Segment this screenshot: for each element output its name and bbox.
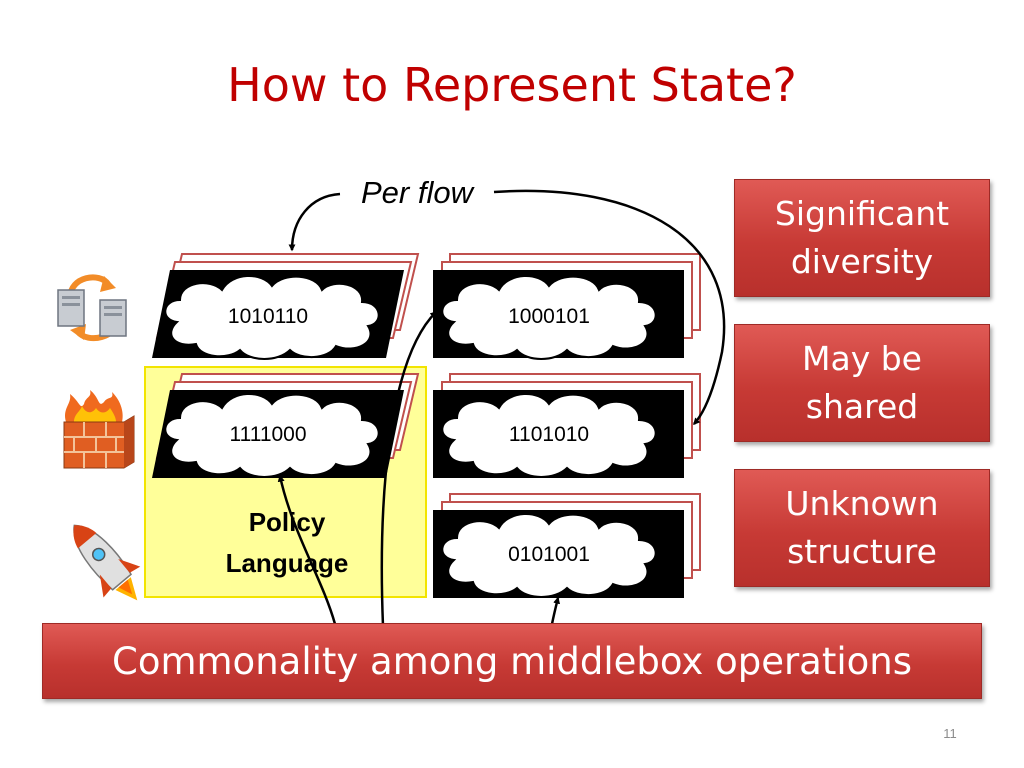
side-box-2-line1: May be (802, 339, 922, 379)
state-cloud-2: 1000101 (441, 274, 657, 360)
side-box-1-line2: diversity (790, 242, 934, 281)
policy-language-line1: Policy (249, 507, 326, 537)
firewall-icon (63, 390, 135, 469)
svg-text:1000101: 1000101 (508, 305, 590, 328)
commonality-banner: Commonality among middlebox operations (42, 623, 982, 699)
per-flow-arrow-right (493, 189, 726, 426)
svg-text:1111000: 1111000 (229, 423, 306, 446)
unknown-structure-box: Unknown structure (734, 469, 990, 587)
side-box-3-line2: structure (787, 532, 937, 571)
side-box-2-line2: shared (805, 387, 919, 426)
commonality-arrow-short (550, 596, 561, 625)
state-cloud-1: 1010110 (164, 274, 380, 360)
server-sync-icon (57, 274, 127, 342)
commonality-arrow-policy (277, 474, 337, 625)
per-flow-label: Per flow (361, 175, 476, 210)
policy-language-line2: Language (226, 548, 349, 578)
state-cloud-3: 1111000 (164, 392, 380, 478)
svg-text:1101010: 1101010 (509, 423, 589, 446)
side-box-3-line1: Unknown (785, 484, 939, 524)
svg-text:0101001: 0101001 (508, 543, 590, 566)
side-box-1-line1: Significant (774, 194, 950, 234)
slide-title: How to Represent State? (227, 58, 797, 112)
state-cloud-4: 1101010 (441, 392, 657, 478)
commonality-arrow-up (380, 311, 437, 627)
page-number: 11 (943, 726, 957, 741)
rocket-icon (73, 524, 141, 601)
state-cloud-5: 0101001 (441, 512, 657, 598)
may-be-shared-box: May be shared (734, 324, 990, 442)
per-flow-arrow-left (288, 192, 341, 252)
significant-diversity-box: Significant diversity (734, 179, 990, 297)
svg-text:1010110: 1010110 (228, 305, 308, 328)
